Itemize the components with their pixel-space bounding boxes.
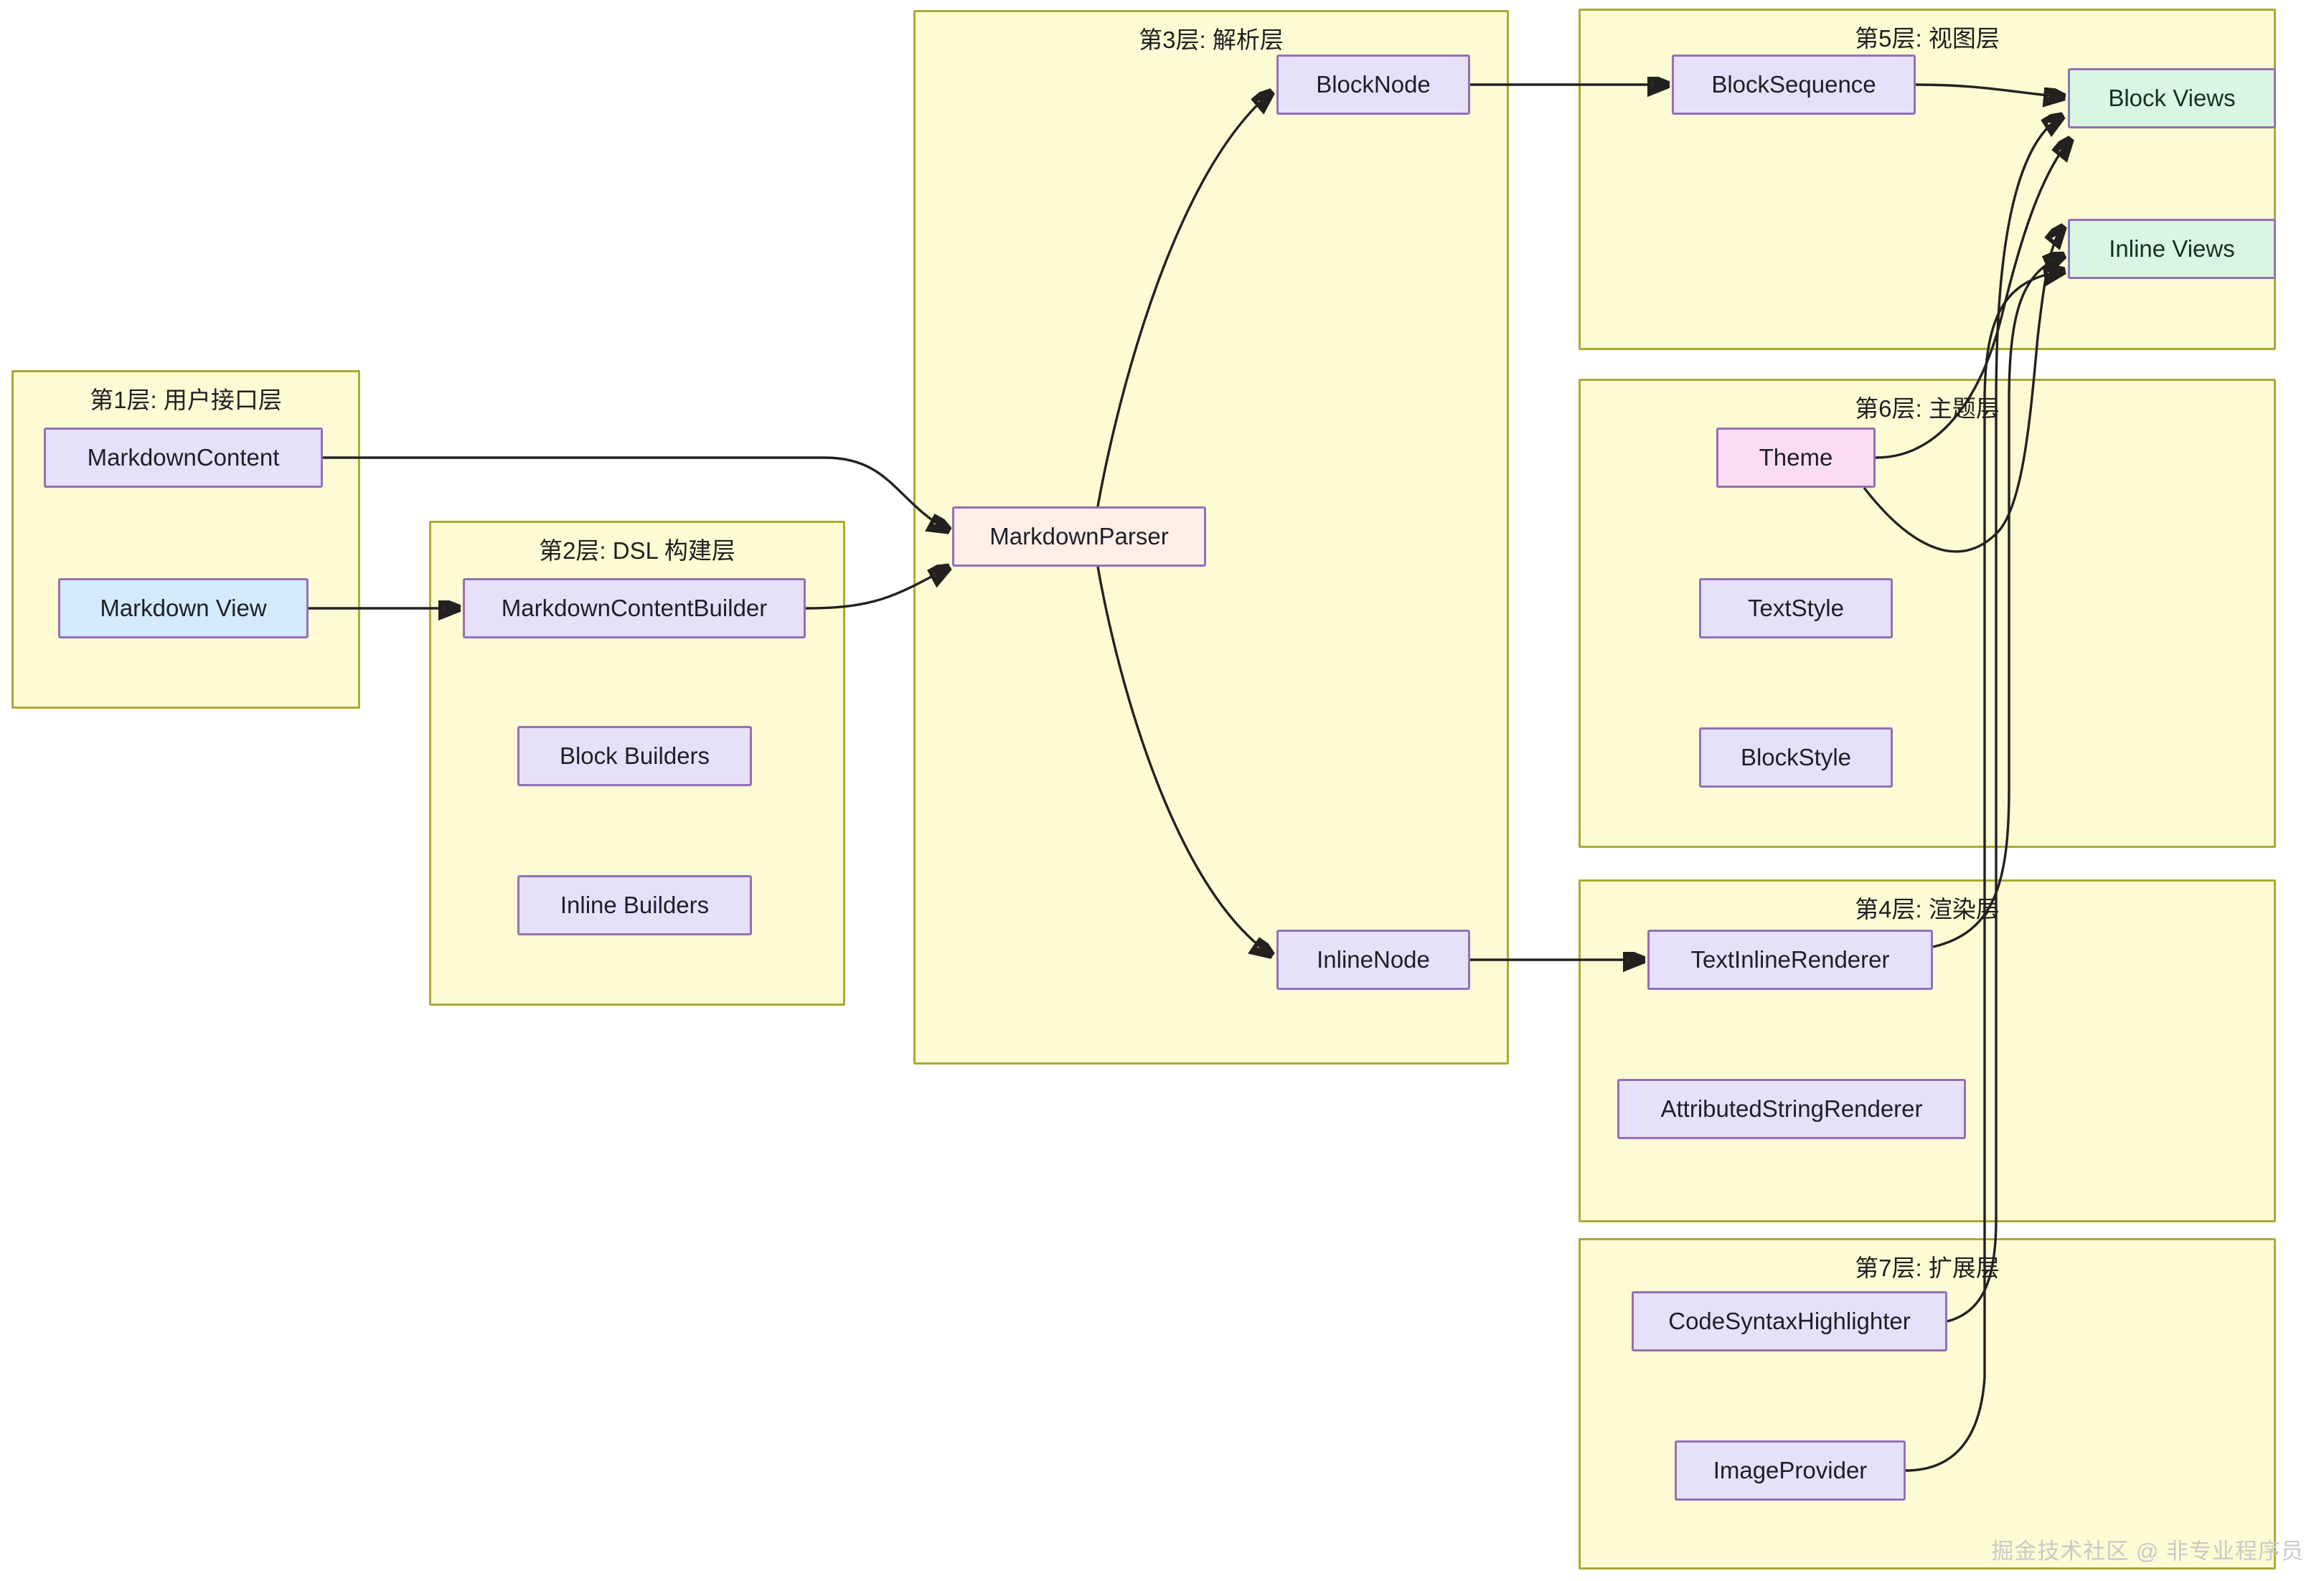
node-label: Theme [1759, 444, 1833, 471]
node-image-provider[interactable]: ImageProvider [1675, 1440, 1906, 1501]
node-block-sequence[interactable]: BlockSequence [1672, 55, 1916, 115]
node-label: Block Views [2108, 85, 2236, 112]
layer-title-parsing: 第3层: 解析层 [1139, 27, 1284, 53]
layer-title-extension: 第7层: 扩展层 [1855, 1255, 2000, 1281]
watermark-text: 掘金技术社区 @ 非专业程序员 [1991, 1539, 2304, 1564]
node-text-style[interactable]: TextStyle [1699, 578, 1893, 638]
node-label: CodeSyntaxHighlighter [1668, 1308, 1911, 1335]
node-theme[interactable]: Theme [1716, 428, 1876, 488]
node-block-builders[interactable]: Block Builders [517, 726, 752, 786]
node-label: BlockStyle [1740, 744, 1852, 771]
node-label: InlineNode [1317, 946, 1430, 973]
node-block-style[interactable]: BlockStyle [1699, 727, 1893, 788]
node-text-inline-renderer[interactable]: TextInlineRenderer [1647, 930, 1933, 990]
node-label: MarkdownParser [989, 523, 1169, 550]
layer-title-dsl: 第2层: DSL 构建层 [539, 537, 735, 564]
layer-title-view: 第5层: 视图层 [1855, 25, 2000, 52]
node-label: Inline Views [2109, 235, 2235, 263]
node-label: MarkdownContent [87, 444, 280, 471]
node-label: TextStyle [1748, 595, 1844, 622]
node-label: BlockSequence [1711, 71, 1876, 98]
edge-markdowncontent-to-markdownparser [323, 456, 947, 529]
node-markdown-content[interactable]: MarkdownContent [44, 428, 323, 488]
layer-title-theme: 第6层: 主题层 [1855, 395, 2000, 422]
node-label: ImageProvider [1713, 1457, 1868, 1484]
node-attributed-string-renderer[interactable]: AttributedStringRenderer [1617, 1079, 1966, 1139]
node-code-syntax-highlighter[interactable]: CodeSyntaxHighlighter [1632, 1291, 1947, 1351]
layer-title-render: 第4层: 渲染层 [1855, 896, 2000, 922]
node-label: AttributedStringRenderer [1660, 1095, 1923, 1123]
node-label: Markdown View [100, 595, 267, 622]
layer-group-extension: 第7层: 扩展层 [1579, 1238, 2276, 1570]
node-markdown-view[interactable]: Markdown View [58, 578, 309, 638]
layer-title-ui: 第1层: 用户接口层 [90, 387, 282, 413]
node-markdown-content-builder[interactable]: MarkdownContentBuilder [463, 578, 806, 638]
node-label: BlockNode [1316, 71, 1431, 98]
layer-group-theme: 第6层: 主题层 [1579, 379, 2276, 848]
layer-group-ui: 第1层: 用户接口层 [11, 370, 360, 709]
node-inline-views[interactable]: Inline Views [2068, 219, 2276, 279]
node-inline-builders[interactable]: Inline Builders [517, 875, 752, 935]
node-label: TextInlineRenderer [1690, 946, 1890, 973]
node-label: Inline Builders [560, 892, 710, 919]
node-label: Block Builders [559, 742, 710, 770]
node-markdown-parser[interactable]: MarkdownParser [952, 506, 1206, 567]
node-block-node[interactable]: BlockNode [1276, 55, 1470, 115]
node-inline-node[interactable]: InlineNode [1276, 930, 1470, 990]
node-block-views[interactable]: Block Views [2068, 68, 2276, 128]
node-label: MarkdownContentBuilder [501, 595, 768, 622]
